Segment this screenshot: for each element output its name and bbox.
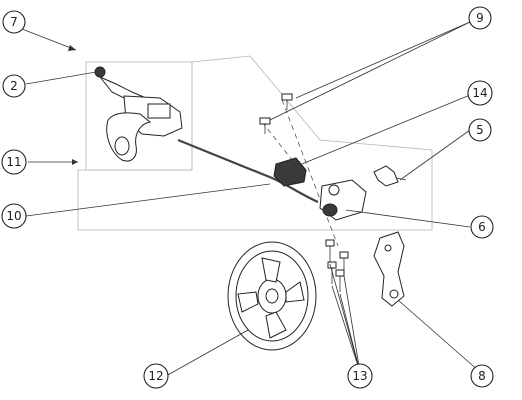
callout-13-label: 13 (352, 369, 367, 383)
rotor-spoke-2 (285, 281, 305, 303)
lever-knob (94, 66, 106, 78)
callout-10: 10 (1, 203, 27, 229)
banjo-bolt-bottom (259, 117, 271, 125)
assembly-axis-line-2 (261, 121, 301, 171)
callout-5: 5 (468, 118, 492, 142)
rotor-spoke-3 (265, 311, 287, 339)
handlebar-clamp (106, 112, 152, 162)
callout-11-label: 11 (6, 155, 21, 169)
brake-pad-clip (373, 165, 399, 187)
callout-10-label: 10 (6, 209, 21, 223)
leader-13b (343, 275, 361, 373)
rotor-bolt-4 (327, 261, 337, 269)
leader-8 (397, 299, 481, 373)
callout-7-label: 7 (10, 15, 18, 29)
leader-12 (165, 329, 249, 377)
banjo-bolts (259, 93, 293, 134)
callout-6: 6 (470, 215, 494, 239)
callout-7: 7 (2, 10, 26, 34)
assembly-outline-box (77, 55, 433, 231)
brake-rotor (227, 241, 317, 351)
callout-12: 12 (143, 363, 169, 389)
leader-7-arrow (68, 45, 76, 51)
leader-9a (295, 21, 471, 99)
rotor-spoke-4 (237, 291, 259, 313)
rotor-bolt-1 (325, 239, 335, 247)
leader-5 (399, 129, 471, 181)
leader-10 (25, 183, 271, 217)
callout-11: 11 (1, 149, 27, 175)
mount-bracket-body (373, 231, 405, 307)
leader-7 (21, 28, 77, 51)
leader-14 (301, 94, 471, 165)
callout-5-label: 5 (476, 123, 484, 137)
leader-9b (269, 21, 471, 121)
callout-6-label: 6 (478, 220, 486, 234)
caliper-port (328, 184, 340, 196)
callout-8-label: 8 (478, 369, 486, 383)
callout-2-label: 2 (10, 79, 18, 93)
reservoir-cap (147, 103, 171, 119)
assembly-axis-line (281, 99, 339, 247)
brake-hose (177, 138, 319, 204)
mount-bracket (373, 231, 405, 307)
rotor-bolts (325, 239, 349, 292)
callout-13: 13 (347, 363, 373, 389)
mount-bracket-hole (389, 289, 399, 299)
brake-lever (94, 66, 183, 162)
rotor-bolt-3 (335, 269, 345, 277)
callout-14-label: 14 (472, 86, 487, 100)
callout-12-label: 12 (148, 369, 163, 383)
callout-9-label: 9 (476, 11, 484, 25)
callout-14: 14 (467, 80, 493, 106)
leader-13c (339, 293, 361, 373)
banjo-bolt-top (281, 93, 293, 101)
leader-6 (345, 209, 471, 228)
leader-2 (25, 71, 97, 85)
rotor-bolt-2 (339, 251, 349, 259)
caliper-piston (322, 203, 338, 217)
clamp-bore (114, 136, 130, 156)
rotor-spoke-1 (261, 257, 281, 283)
brake-caliper (319, 179, 367, 221)
callout-8: 8 (470, 364, 494, 388)
mount-bracket-hole-2 (384, 244, 392, 252)
rotor-center-hole (265, 288, 279, 304)
callout-9: 9 (468, 6, 492, 30)
callout-2: 2 (2, 74, 26, 98)
leader-13d (331, 285, 361, 373)
leader-11-arrow (72, 159, 78, 165)
adapter-bracket (273, 157, 307, 187)
